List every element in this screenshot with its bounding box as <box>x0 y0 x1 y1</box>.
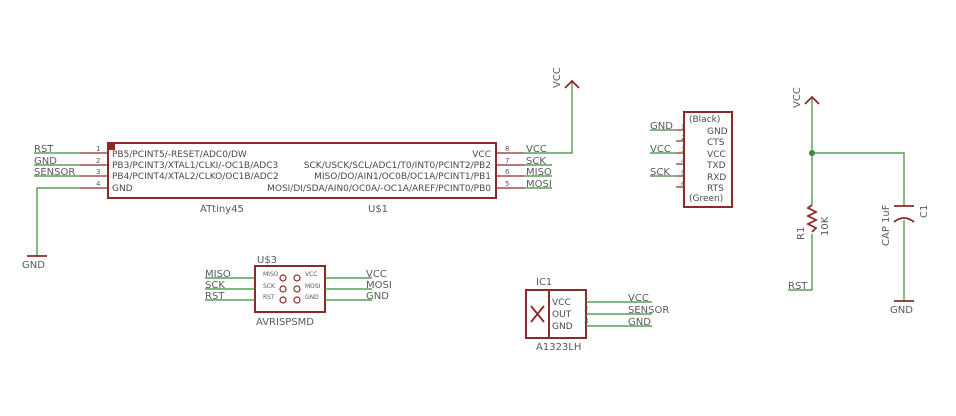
net-label-sensor: SENSOR <box>34 167 75 178</box>
avrisp-pin-label: MISO <box>263 271 279 278</box>
attiny-pin-num: 2 <box>96 157 100 165</box>
ftdi-pin-num: 5 <box>681 170 685 177</box>
hall-ref: IC1 <box>536 277 552 288</box>
attiny-wires <box>34 82 573 256</box>
hall-pin-num: 1 <box>584 293 588 301</box>
net-label-gnd: GND <box>34 156 57 167</box>
attiny-name: ATtiny45 <box>200 204 244 215</box>
ftdi-net-gnd: GND <box>650 121 673 132</box>
hall-pin-label: VCC <box>552 298 571 308</box>
vcc-label-right: VCC <box>792 87 803 108</box>
hall-sensor-part[interactable]: IC1 A1323LH VCC OUT GND 1 2 3 <box>525 277 588 353</box>
ftdi-pin-num: 2 <box>681 135 685 142</box>
gnd-label: GND <box>22 260 45 271</box>
attiny-pin-label: MISO/DO/AIN1/OC0B/OC1A/PCINT1/PB1 <box>314 172 491 182</box>
hall-pin-label: OUT <box>552 310 572 320</box>
ftdi-pin-label: CTS <box>707 138 725 148</box>
ftdi-pin-label: VCC <box>707 150 726 160</box>
attiny-pin-num: 6 <box>505 168 510 176</box>
avrisp-pin-label: VCC <box>305 271 317 278</box>
net-label-mosi: MOSI <box>526 179 552 190</box>
attiny-pin-num: 8 <box>505 145 509 153</box>
pin1-marker <box>109 144 115 150</box>
rc-wires <box>788 98 905 301</box>
r1-ref: R1 <box>796 227 807 240</box>
attiny45-part[interactable]: 1 2 3 4 8 7 6 5 PB5/PCINT5/-RESET/ADC0/D… <box>80 142 524 215</box>
hall-net-gnd: GND <box>628 317 651 328</box>
avrisp-pin-label: SCK <box>263 283 276 290</box>
avrisp-part[interactable]: U$3 AVRISPSMD MISO SCK RST VCC MOSI GND <box>254 255 326 328</box>
r1-net-rst: RST <box>788 281 808 292</box>
attiny-ref: U$1 <box>368 204 388 215</box>
c1-ref: C1 <box>919 205 930 218</box>
r1-value: 10K <box>820 216 831 236</box>
net-label-rst: RST <box>34 144 54 155</box>
net-label-sck: SCK <box>526 156 546 167</box>
attiny-pin-label: VCC <box>472 150 491 160</box>
capacitor-c1[interactable]: CAP 1uF C1 <box>881 204 930 246</box>
net-label-miso: MISO <box>526 167 552 178</box>
ftdi-pin-num: 4 <box>681 158 685 165</box>
ftdi-pin-label: TXD <box>706 161 726 171</box>
attiny-pin-label: PB4/PCINT4/XTAL2/CLKO/OC1B/ADC2 <box>112 172 279 182</box>
attiny-pin-num: 1 <box>96 145 100 153</box>
avrisp-name: AVRISPSMD <box>256 317 314 328</box>
avrisp-net-gnd: GND <box>366 291 389 302</box>
hall-pin-label: GND <box>552 322 573 332</box>
ftdi-pin-num: 6 <box>681 181 685 188</box>
vcc-symbol: VCC <box>552 67 580 89</box>
ftdi-wires <box>650 129 676 177</box>
c1-value: CAP 1uF <box>881 204 892 246</box>
vcc-symbol-right: VCC <box>792 87 820 108</box>
avrisp-pin-label: RST <box>263 294 275 301</box>
hall-net-sensor: SENSOR <box>628 305 669 316</box>
avrisp-net-rst: RST <box>205 291 225 302</box>
resistor-r1[interactable]: R1 10K <box>796 204 831 240</box>
ftdi-pin-label: RXD <box>707 173 726 183</box>
attiny-pin-label: PB5/PCINT5/-RESET/ADC0/DW <box>112 150 247 160</box>
attiny-pin-label: PB3/PCINT3/XTAL1/CLKI/-OC1B/ADC3 <box>112 161 278 171</box>
ftdi-body <box>683 111 733 208</box>
avrisp-net-sck: SCK <box>205 280 225 291</box>
hall-net-vcc: VCC <box>628 293 649 304</box>
attiny-pin-num: 5 <box>505 180 509 188</box>
vcc-label: VCC <box>552 67 563 88</box>
avrisp-wires <box>205 277 372 301</box>
avrisp-net-vcc: VCC <box>366 269 387 280</box>
ftdi-pin-label: GND <box>707 127 728 137</box>
ftdi-top-label: (Black) <box>689 115 720 125</box>
attiny-pin-label: MOSI/DI/SDA/AIN0/OC0A/-OC1A/AREF/PCINT0/… <box>267 184 491 194</box>
gnd-label-right: GND <box>890 305 913 316</box>
hall-pin-num: 3 <box>584 317 588 325</box>
avrisp-pin-label: GND <box>305 294 319 301</box>
attiny-pin-label: SCK/USCK/SCL/ADC1/T0/INT0/PCINT2/PB2 <box>304 161 491 171</box>
hall-pin-num: 2 <box>584 305 588 313</box>
ftdi-net-vcc: VCC <box>650 144 671 155</box>
attiny45-body <box>107 142 497 199</box>
ftdi-header[interactable]: (Black) (Green) 1 2 3 4 5 6 GND CTS VCC … <box>676 111 733 208</box>
gnd-symbol: GND <box>22 255 47 271</box>
net-label-vcc: VCC <box>526 144 547 155</box>
ftdi-pin-num: 1 <box>681 124 685 131</box>
avrisp-pin-label: MOSI <box>305 283 321 290</box>
hall-wires <box>586 301 652 327</box>
avrisp-ref: U$3 <box>257 255 277 266</box>
ftdi-pin-num: 3 <box>681 147 685 154</box>
attiny-pin-label: GND <box>112 184 133 194</box>
attiny-pin-num: 4 <box>96 180 101 188</box>
attiny-pin-num: 7 <box>505 157 509 165</box>
ftdi-bottom-label: (Green) <box>689 194 723 204</box>
ftdi-pin-label: RTS <box>707 184 724 194</box>
hall-name: A1323LH <box>536 342 581 353</box>
gnd-symbol-right: GND <box>890 300 914 316</box>
attiny-pin-num: 3 <box>96 168 100 176</box>
ftdi-net-sck: SCK <box>650 167 670 178</box>
avrisp-net-mosi: MOSI <box>366 280 392 291</box>
avrisp-net-miso: MISO <box>205 269 231 280</box>
